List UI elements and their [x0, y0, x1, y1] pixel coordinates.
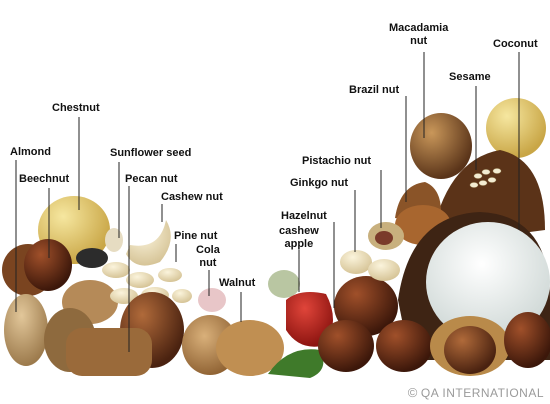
label-brazil-nut: Brazil nut	[349, 84, 400, 96]
label-hazelnut: Hazelnut	[281, 210, 327, 222]
cashew-apple-nut-shape	[268, 270, 300, 298]
label-pistachio-nut: Pistachio nut	[302, 155, 372, 167]
cashew-nut-shape	[126, 220, 171, 266]
ginkgo-nut-2-shape	[368, 259, 400, 281]
leaf-shape	[268, 349, 324, 378]
label-beechnut: Beechnut	[19, 173, 70, 185]
label-sesame: Sesame	[449, 71, 491, 83]
sesame-seeds-shape	[469, 168, 502, 188]
credit-text: QA INTERNATIONAL	[420, 386, 544, 400]
label-pine-nut: Pine nut	[174, 230, 218, 242]
sunflower-kernel-shape	[105, 228, 123, 252]
cola-nut-shape	[198, 288, 226, 312]
almond-shape	[4, 294, 48, 366]
coconut-flesh-shape	[426, 222, 550, 342]
leader-lines	[15, 52, 520, 352]
label-pecan-nut: Pecan nut	[125, 173, 178, 185]
label-sunflower-seed: Sunflower seed	[110, 147, 192, 159]
hazelnut-4-shape	[444, 326, 496, 374]
label-coconut: Coconut	[493, 38, 538, 50]
label-cashew-nut: Cashew nut	[161, 191, 223, 203]
pistachio-kernel-shape	[375, 231, 393, 245]
label-chestnut: Chestnut	[52, 102, 100, 114]
hazelnut-3-shape	[376, 320, 432, 372]
cashew-apple-shape	[286, 292, 333, 347]
label-walnut: Walnut	[219, 277, 256, 289]
beechnut-shape	[24, 239, 72, 291]
pecan-kernel-shape	[66, 328, 152, 376]
hazelnut-5-shape	[504, 312, 550, 368]
label-macadamia-nut: Macadamia nut	[389, 22, 449, 47]
copyright-icon: ©	[407, 385, 418, 400]
label-cola-nut: Cola nut	[196, 244, 220, 269]
sunflower-seed-shape	[76, 248, 108, 268]
hazelnut-2-shape	[318, 320, 374, 372]
macadamia-shell-shape	[410, 113, 472, 179]
label-almond: Almond	[10, 146, 51, 158]
ginkgo-nut-shape	[340, 250, 372, 274]
macadamia-kernel-shape	[486, 98, 546, 158]
walnut-kernel-shape	[216, 320, 284, 376]
copyright-credit: ©QA INTERNATIONAL	[408, 385, 544, 400]
label-ginkgo-nut: Ginkgo nut	[290, 177, 349, 189]
label-cashew-apple: cashew apple	[279, 225, 319, 250]
